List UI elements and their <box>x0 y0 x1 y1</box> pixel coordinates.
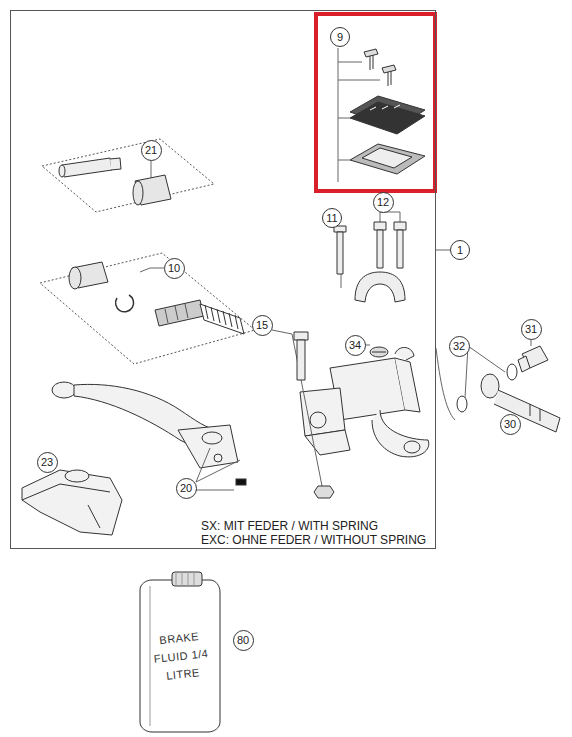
bottle-text: BRAKE FLUID 1/4 LITRE <box>153 630 209 682</box>
callout-text: 9 <box>337 32 343 43</box>
callout-number: 21 <box>141 140 162 161</box>
clamp-bolt <box>334 222 406 274</box>
callout-number: 80 <box>233 630 254 651</box>
bolt <box>294 332 308 380</box>
callout-number: 30 <box>500 414 521 435</box>
highlight-box <box>316 14 435 191</box>
piston-bushing <box>69 262 108 289</box>
banjo-bolt <box>518 346 548 372</box>
callout-number: 12 <box>373 192 394 213</box>
bottle-label: BRAKE FLUID 1/4 LITRE <box>147 625 214 685</box>
brake-lever <box>52 382 238 468</box>
callout-text: 1 <box>457 245 463 256</box>
callout-text: 32 <box>453 341 465 352</box>
callout-number: 20 <box>176 478 197 499</box>
note-text: EXC: OHNE FEDER / WITHOUT SPRING <box>201 533 426 547</box>
diaphragm <box>350 144 425 174</box>
callout-number: 23 <box>37 452 58 473</box>
spring <box>236 479 246 485</box>
callout-text: 31 <box>525 324 537 335</box>
callout-text: 34 <box>349 340 361 351</box>
callout-number: 15 <box>252 315 273 336</box>
cap <box>370 347 388 357</box>
callout-number: 31 <box>521 319 542 340</box>
lever-guard <box>22 470 122 535</box>
callout-number: 32 <box>449 336 470 357</box>
circlip <box>116 295 134 312</box>
callout-number: 1 <box>450 240 470 260</box>
screw <box>364 49 396 86</box>
master-cylinder <box>300 347 429 456</box>
callout-number: 9 <box>330 27 350 47</box>
callout-text: 12 <box>377 197 389 208</box>
callout-text: 21 <box>145 145 157 156</box>
brake-hose <box>481 374 560 432</box>
callout-text: 20 <box>180 483 192 494</box>
callout-text: 10 <box>168 263 180 274</box>
callout-number: 34 <box>345 335 366 356</box>
callout-text: 15 <box>256 320 268 331</box>
pivot-pin <box>59 158 121 177</box>
bushing <box>133 175 171 205</box>
piston <box>155 300 244 334</box>
clamp <box>355 272 405 302</box>
washer <box>457 396 467 412</box>
note-text: SX: MIT FEDER / WITH SPRING <box>201 519 378 533</box>
callout-number: 11 <box>322 208 342 228</box>
parts-frame: SX: MIT FEDER / WITH SPRINGEXC: OHNE FED… <box>10 10 436 549</box>
callout-number: 10 <box>164 258 185 279</box>
callout-text: 11 <box>326 213 337 224</box>
nut <box>314 486 334 498</box>
brake-fluid-bottle <box>140 572 220 732</box>
callout-text: 23 <box>41 457 53 468</box>
callout-text: 80 <box>237 635 249 646</box>
callout-text: 30 <box>504 419 516 430</box>
washer <box>507 364 517 380</box>
